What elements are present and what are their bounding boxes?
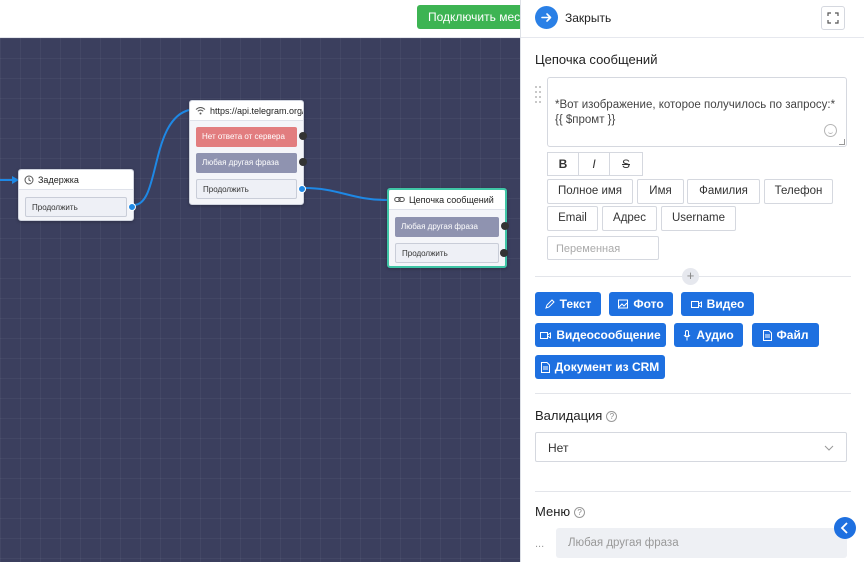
menu-title: Меню? [535, 504, 586, 519]
port-label: Продолжить [203, 185, 249, 194]
chain-section-title: Цепочка сообщений [535, 52, 658, 67]
validation-value: Нет [548, 441, 569, 455]
add-file-button[interactable]: Файл [752, 323, 819, 347]
port-connector[interactable] [298, 185, 306, 193]
node-http-header: https://api.telegram.org/... [190, 101, 303, 121]
help-icon[interactable]: ? [574, 507, 586, 518]
close-panel-button[interactable] [535, 6, 558, 29]
wire-arrow [12, 176, 19, 184]
arrow-right-icon [541, 13, 552, 22]
add-text-button[interactable]: Текст [535, 292, 601, 316]
add-video-message-button[interactable]: Видеосообщение [535, 323, 666, 347]
close-label[interactable]: Закрыть [565, 11, 612, 25]
image-icon [618, 299, 629, 309]
node-http-no-response-port[interactable]: Нет ответа от сервера [196, 127, 307, 147]
clock-icon [24, 175, 34, 185]
document-icon [540, 361, 550, 373]
variable-input[interactable]: Переменная [547, 236, 659, 260]
port-label: Любая другая фраза [202, 158, 279, 167]
node-http-continue-port[interactable]: Продолжить [196, 179, 306, 199]
port-label: Нет ответа от сервера [202, 132, 285, 141]
divider [535, 393, 851, 394]
node-chain-header: Цепочка сообщений [389, 190, 505, 210]
message-textarea[interactable]: *Вот изображение, которое получилось по … [547, 77, 847, 147]
help-icon[interactable]: ? [606, 411, 618, 422]
settings-panel: Закрыть Цепочка сообщений *Вот изображен… [520, 0, 864, 562]
add-crm-document-button[interactable]: Документ из CRM [535, 355, 665, 379]
add-photo-button[interactable]: Фото [609, 292, 673, 316]
node-delay-header: Задержка [19, 170, 133, 190]
node-delay-continue-port[interactable]: Продолжить [25, 197, 136, 217]
collapse-panel-button[interactable] [834, 517, 856, 539]
wire-delay-to-http [133, 109, 190, 206]
link-icon [394, 197, 405, 202]
strikethrough-button[interactable]: S [609, 152, 643, 176]
add-audio-button[interactable]: Аудио [674, 323, 743, 347]
file-icon [762, 329, 772, 341]
node-chain-title: Цепочка сообщений [409, 195, 494, 205]
add-file-label: Файл [776, 328, 809, 342]
port-connector[interactable] [299, 132, 307, 140]
port-label: Любая другая фраза [401, 222, 478, 231]
node-chain-continue-port[interactable]: Продолжить [395, 243, 508, 263]
menu-item-input[interactable]: Любая другая фраза [556, 528, 847, 558]
camera-icon [540, 331, 552, 339]
port-connector[interactable] [299, 158, 307, 166]
var-chip-full-name[interactable]: Полное имя [547, 179, 633, 204]
node-chain-any-phrase-port[interactable]: Любая другая фраза [395, 217, 509, 237]
port-label: Продолжить [402, 249, 448, 258]
var-chip-phone[interactable]: Телефон [764, 179, 833, 204]
add-crm-document-label: Документ из CRM [554, 360, 660, 374]
emoji-icon[interactable] [824, 124, 837, 137]
var-chip-first-name[interactable]: Имя [637, 179, 684, 204]
resize-handle[interactable] [839, 139, 845, 145]
connect-messenger-button[interactable]: Подключить мессенджер [417, 5, 527, 29]
var-chip-last-name[interactable]: Фамилия [687, 179, 760, 204]
bold-button[interactable]: B [547, 152, 579, 176]
drag-handle[interactable] [535, 86, 541, 106]
node-message-chain[interactable]: Цепочка сообщений Любая другая фраза Про… [387, 188, 509, 268]
divider [535, 491, 851, 492]
port-connector[interactable] [500, 249, 508, 257]
fullscreen-icon [827, 12, 839, 24]
panel-header: Закрыть [521, 0, 864, 38]
add-block-button[interactable]: + [682, 268, 699, 285]
validation-select[interactable]: Нет [535, 432, 847, 462]
message-text: *Вот изображение, которое получилось по … [555, 99, 836, 126]
microphone-icon [683, 329, 691, 340]
menu-label: Меню [535, 504, 571, 519]
top-bar: Подключить мессенджер [0, 0, 527, 38]
add-video-button[interactable]: Видео [681, 292, 754, 316]
port-connector[interactable] [128, 203, 136, 211]
var-chip-email[interactable]: Email [547, 206, 598, 231]
node-delay-title: Задержка [38, 175, 79, 185]
italic-button[interactable]: I [578, 152, 610, 176]
add-photo-label: Фото [633, 297, 664, 311]
chevron-left-icon [840, 522, 848, 534]
node-http-any-phrase-port[interactable]: Любая другая фраза [196, 153, 307, 173]
add-text-label: Текст [559, 297, 592, 311]
node-http-request[interactable]: https://api.telegram.org/... Нет ответа … [189, 100, 307, 205]
port-label: Продолжить [32, 203, 78, 212]
chevron-down-icon [824, 445, 834, 451]
connection-wires [0, 109, 389, 206]
node-delay[interactable]: Задержка Продолжить [18, 169, 136, 221]
wire-http-to-chain [303, 187, 389, 201]
fullscreen-button[interactable] [821, 6, 845, 30]
port-connector[interactable] [501, 222, 509, 230]
validation-label: Валидация [535, 408, 603, 423]
add-video-label: Видео [706, 297, 745, 311]
node-http-title: https://api.telegram.org/... [210, 106, 303, 116]
menu-item-handle[interactable]: ... [535, 538, 545, 550]
var-chip-username[interactable]: Username [661, 206, 736, 231]
add-audio-label: Аудио [696, 328, 734, 342]
wifi-icon [195, 107, 206, 115]
add-video-message-label: Видеосообщение [556, 328, 661, 342]
camera-icon [690, 300, 702, 308]
pencil-icon [544, 299, 555, 309]
validation-title: Валидация? [535, 408, 618, 423]
var-chip-address[interactable]: Адрес [602, 206, 657, 231]
flow-canvas[interactable]: Задержка Продолжить https://api.telegram… [0, 38, 520, 562]
